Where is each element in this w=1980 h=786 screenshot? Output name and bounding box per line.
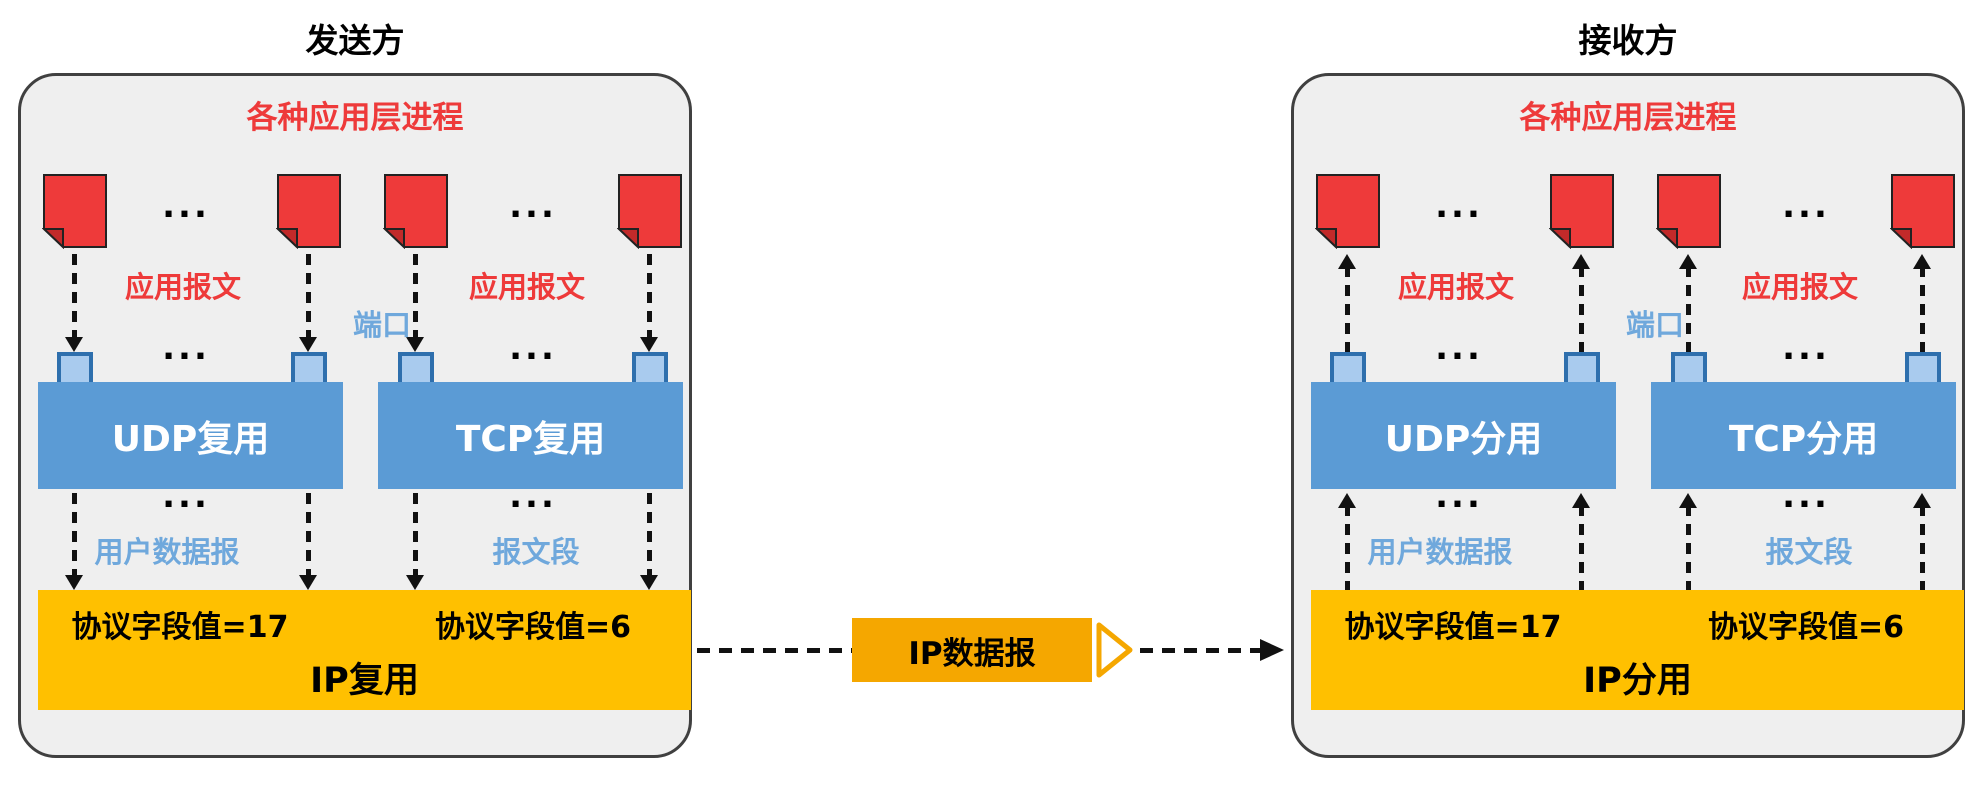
ellipsis: ...	[1435, 186, 1483, 226]
ip-box-label: IP分用	[1583, 661, 1692, 701]
app-layer-heading: 各种应用层进程	[1519, 100, 1737, 136]
app-message-flow-arrow	[65, 254, 83, 352]
segment-flow-arrow	[640, 493, 658, 590]
segment-flow-arrow	[1679, 493, 1697, 590]
udp-protocol-field-label: 协议字段值=17	[71, 610, 289, 645]
app-process-document-icon	[276, 173, 342, 249]
tcp-output-label: 报文段	[1765, 535, 1853, 569]
link-dashed-line-left	[697, 648, 852, 653]
app-message-flow-arrow	[1913, 254, 1931, 352]
app-layer-heading: 各种应用层进程	[246, 100, 464, 136]
app-message-label: 应用报文	[468, 270, 586, 304]
link-dashed-line-right	[1140, 648, 1260, 653]
app-process-document-icon	[1315, 173, 1381, 249]
port-label: 端口	[1625, 308, 1685, 342]
app-message-flow-arrow	[406, 254, 424, 352]
receiver-panel: 各种应用层进程 ... ... ... ... ... ... 应用报文 应用报…	[1291, 73, 1965, 758]
ip-demultiplex-box: 协议字段值=17 协议字段值=6 IP分用	[1311, 590, 1964, 710]
app-process-document-icon	[617, 173, 683, 249]
ellipsis: ...	[509, 328, 557, 368]
tcp-protocol-field-label: 协议字段值=6	[1707, 610, 1905, 645]
ellipsis: ...	[509, 186, 557, 226]
udp-demultiplex-box: UDP分用	[1311, 382, 1616, 489]
port-label: 端口	[352, 308, 412, 342]
app-process-document-icon	[383, 173, 449, 249]
app-message-flow-arrow	[1679, 254, 1697, 352]
app-message-flow-arrow	[1572, 254, 1590, 352]
app-process-document-icon	[42, 173, 108, 249]
datagram-flow-arrow	[299, 493, 317, 590]
ip-multiplex-box: 协议字段值=17 协议字段值=6 IP复用	[38, 590, 691, 710]
app-message-label: 应用报文	[1741, 270, 1859, 304]
datagram-flow-arrow	[1572, 493, 1590, 590]
sender-panel: 各种应用层进程 ... ... ... ... ... ... 应用报文 应用报…	[18, 73, 692, 758]
sender-title: 发送方	[305, 21, 405, 60]
udp-protocol-field-label: 协议字段值=17	[1344, 610, 1562, 645]
app-message-label: 应用报文	[1397, 270, 1515, 304]
app-message-flow-arrow	[299, 254, 317, 352]
ellipsis: ...	[162, 328, 210, 368]
tcp-output-label: 报文段	[492, 535, 580, 569]
ellipsis: ...	[1782, 328, 1830, 368]
chevron-right-icon	[1094, 618, 1136, 682]
udp-output-label: 用户数据报	[94, 535, 240, 569]
tcp-multiplex-box: TCP复用	[378, 382, 683, 489]
app-process-document-icon	[1890, 173, 1956, 249]
app-process-document-icon	[1656, 173, 1722, 249]
ellipsis: ...	[1782, 186, 1830, 226]
tcp-demultiplex-box: TCP分用	[1651, 382, 1956, 489]
udp-output-label: 用户数据报	[1367, 535, 1513, 569]
segment-flow-arrow	[406, 493, 424, 590]
app-message-label: 应用报文	[124, 270, 242, 304]
ellipsis: ...	[1435, 328, 1483, 368]
udp-multiplex-box: UDP复用	[38, 382, 343, 489]
app-message-flow-arrow	[640, 254, 658, 352]
receiver-title: 接收方	[1578, 21, 1678, 60]
ellipsis: ...	[162, 186, 210, 226]
app-process-document-icon	[1549, 173, 1615, 249]
app-message-flow-arrow	[1338, 254, 1356, 352]
arrowhead-right-icon	[1260, 639, 1284, 661]
ip-box-label: IP复用	[310, 661, 419, 701]
segment-flow-arrow	[1913, 493, 1931, 590]
datagram-flow-arrow	[65, 493, 83, 590]
datagram-flow-arrow	[1338, 493, 1356, 590]
tcp-protocol-field-label: 协议字段值=6	[434, 610, 632, 645]
ip-datagram-label: IP数据报	[852, 618, 1092, 682]
